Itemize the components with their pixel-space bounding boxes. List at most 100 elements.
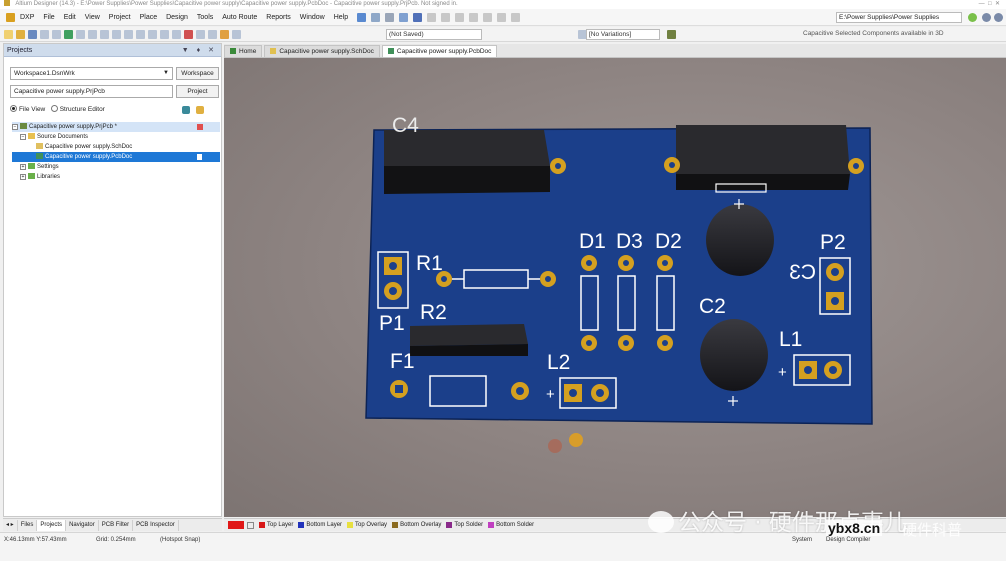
- menu-project[interactable]: Project: [108, 13, 131, 21]
- zoom-icon[interactable]: [52, 29, 61, 39]
- c4-pad-hole: [555, 163, 561, 169]
- grid-icon[interactable]: [413, 12, 423, 22]
- workspace-button[interactable]: Workspace: [176, 67, 219, 80]
- collapse-icon[interactable]: −: [12, 124, 18, 130]
- tab-schdoc[interactable]: Capacitive power supply.SchDoc: [264, 45, 380, 57]
- print-icon[interactable]: [40, 29, 49, 39]
- menu-auto-route[interactable]: Auto Route: [222, 13, 258, 21]
- fit-icon[interactable]: [76, 29, 85, 39]
- layer-tab-top-solder[interactable]: Top Solder: [454, 522, 484, 528]
- tree-item-source-documents[interactable]: −Source Documents: [12, 132, 220, 142]
- redo-icon[interactable]: [208, 29, 217, 39]
- clear-icon[interactable]: [184, 29, 193, 39]
- polygon-icon[interactable]: [511, 12, 521, 22]
- path-combo[interactable]: E:\Power Supplies\Power Supplies: [836, 12, 962, 23]
- new-icon[interactable]: [4, 29, 13, 39]
- rule-icon[interactable]: [427, 12, 437, 22]
- text-icon[interactable]: [497, 12, 507, 22]
- tab-home[interactable]: Home: [224, 45, 263, 57]
- layer-set-icon[interactable]: [247, 521, 254, 529]
- f1-outline: [429, 375, 487, 407]
- menu-file[interactable]: File: [43, 13, 55, 21]
- home-icon: [230, 48, 236, 54]
- chart-icon[interactable]: [357, 12, 367, 22]
- pencil-icon[interactable]: [220, 29, 229, 39]
- rubber-stamp-icon[interactable]: [136, 29, 145, 39]
- tab-pcbdoc[interactable]: Capacitive power supply.PcbDoc: [381, 45, 498, 57]
- tree-item-libraries[interactable]: +Libraries: [12, 172, 220, 182]
- 3d-icon[interactable]: [64, 29, 73, 39]
- tree-item-settings[interactable]: +Settings: [12, 162, 220, 172]
- forward-icon[interactable]: [994, 13, 1003, 22]
- select-area-icon[interactable]: [148, 29, 157, 39]
- project-options-icon[interactable]: [196, 106, 204, 114]
- paste-icon[interactable]: [124, 29, 133, 39]
- expand-icon[interactable]: +: [20, 174, 26, 180]
- deselect-icon[interactable]: [172, 29, 181, 39]
- file-view-radio[interactable]: [10, 105, 17, 112]
- tree-item-schdoc[interactable]: Capacitive power supply.SchDoc: [12, 142, 220, 152]
- copy-icon[interactable]: [112, 29, 121, 39]
- back-icon[interactable]: [982, 13, 991, 22]
- origin-marker: [569, 433, 583, 447]
- menu-view[interactable]: View: [84, 13, 100, 21]
- filter-combo[interactable]: (Not Saved): [386, 29, 482, 40]
- menu-edit[interactable]: Edit: [63, 13, 76, 21]
- place-icon[interactable]: [371, 12, 381, 22]
- save-icon[interactable]: [28, 29, 37, 39]
- move-icon[interactable]: [160, 29, 169, 39]
- menu-tools[interactable]: Tools: [196, 13, 214, 21]
- layer-tab-bottom-solder[interactable]: Bottom Solder: [496, 522, 535, 528]
- align-icon[interactable]: [385, 12, 395, 22]
- pad-icon[interactable]: [469, 12, 479, 22]
- pcb-3d-viewport[interactable]: C4 R1 R2 P1 F1 D1 D3 D2 C2 P2 L1 L2 C3 +…: [224, 58, 1006, 517]
- menu-place[interactable]: Place: [139, 13, 158, 21]
- structure-editor-radio[interactable]: [50, 105, 58, 112]
- browse-icon[interactable]: [232, 29, 241, 39]
- layer-tab-bottom-overlay[interactable]: Bottom Overlay: [400, 522, 442, 528]
- r1-pad-left-hole: [441, 276, 447, 282]
- tree-item-pcbdoc[interactable]: Capacitive power supply.PcbDoc: [12, 152, 220, 162]
- project-field[interactable]: Capacitive power supply.PrjPcb: [10, 85, 173, 98]
- zoom-area-icon[interactable]: [88, 29, 97, 39]
- project-button[interactable]: Project: [176, 85, 219, 98]
- tab-navigator[interactable]: Navigator: [66, 519, 99, 531]
- panel-scroll-arrows[interactable]: ◂ ▸: [3, 519, 18, 531]
- tab-projects[interactable]: Projects: [37, 519, 67, 531]
- undo-icon[interactable]: [196, 29, 205, 39]
- go-icon[interactable]: [968, 13, 977, 22]
- via-icon[interactable]: [483, 12, 493, 22]
- menu-dxp[interactable]: DXP: [20, 13, 35, 21]
- tab-pcb-filter[interactable]: PCB Filter: [99, 519, 134, 531]
- layer-tab-bottom-layer[interactable]: Bottom Layer: [306, 522, 343, 528]
- collapse-icon[interactable]: −: [20, 134, 26, 140]
- tree-item-project[interactable]: −Capacitive power supply.PrjPcb *: [12, 122, 220, 132]
- measure-icon[interactable]: [441, 12, 451, 22]
- menu-reports[interactable]: Reports: [266, 13, 291, 21]
- workspace-combo[interactable]: Workspace1.DsnWrk ▼: [10, 67, 173, 80]
- component-icon[interactable]: [667, 30, 676, 39]
- r2-body-front: [410, 344, 528, 356]
- menu-window[interactable]: Window: [299, 13, 325, 21]
- current-layer-swatch[interactable]: [228, 521, 244, 529]
- panel-header-icons[interactable]: ▼ ♦ ✕: [181, 47, 217, 54]
- compile-icon[interactable]: [182, 106, 190, 114]
- layer-tab-top-overlay[interactable]: Top Overlay: [355, 522, 388, 528]
- tab-files[interactable]: Files: [18, 519, 38, 531]
- p2-pad-1-hole: [831, 268, 839, 276]
- menu-help[interactable]: Help: [333, 13, 349, 21]
- window-controls[interactable]: — □ ✕: [978, 1, 1000, 7]
- tab-pcb-inspector[interactable]: PCB Inspector: [133, 519, 179, 531]
- toolbar-info-text: Capacitive Selected Components available…: [803, 30, 944, 37]
- select-icon[interactable]: [399, 12, 409, 22]
- layer-tab-top-layer[interactable]: Top Layer: [267, 522, 294, 528]
- variant-icon[interactable]: [578, 30, 587, 39]
- dimension-icon[interactable]: [455, 12, 465, 22]
- cut-icon[interactable]: [100, 29, 109, 39]
- expand-icon[interactable]: +: [20, 164, 26, 170]
- variant-combo[interactable]: [No Variations]: [586, 29, 660, 40]
- menu-design[interactable]: Design: [166, 13, 188, 21]
- open-icon[interactable]: [16, 29, 25, 39]
- status-design-compiler[interactable]: Design Compiler: [826, 537, 871, 543]
- status-system[interactable]: System: [792, 537, 813, 543]
